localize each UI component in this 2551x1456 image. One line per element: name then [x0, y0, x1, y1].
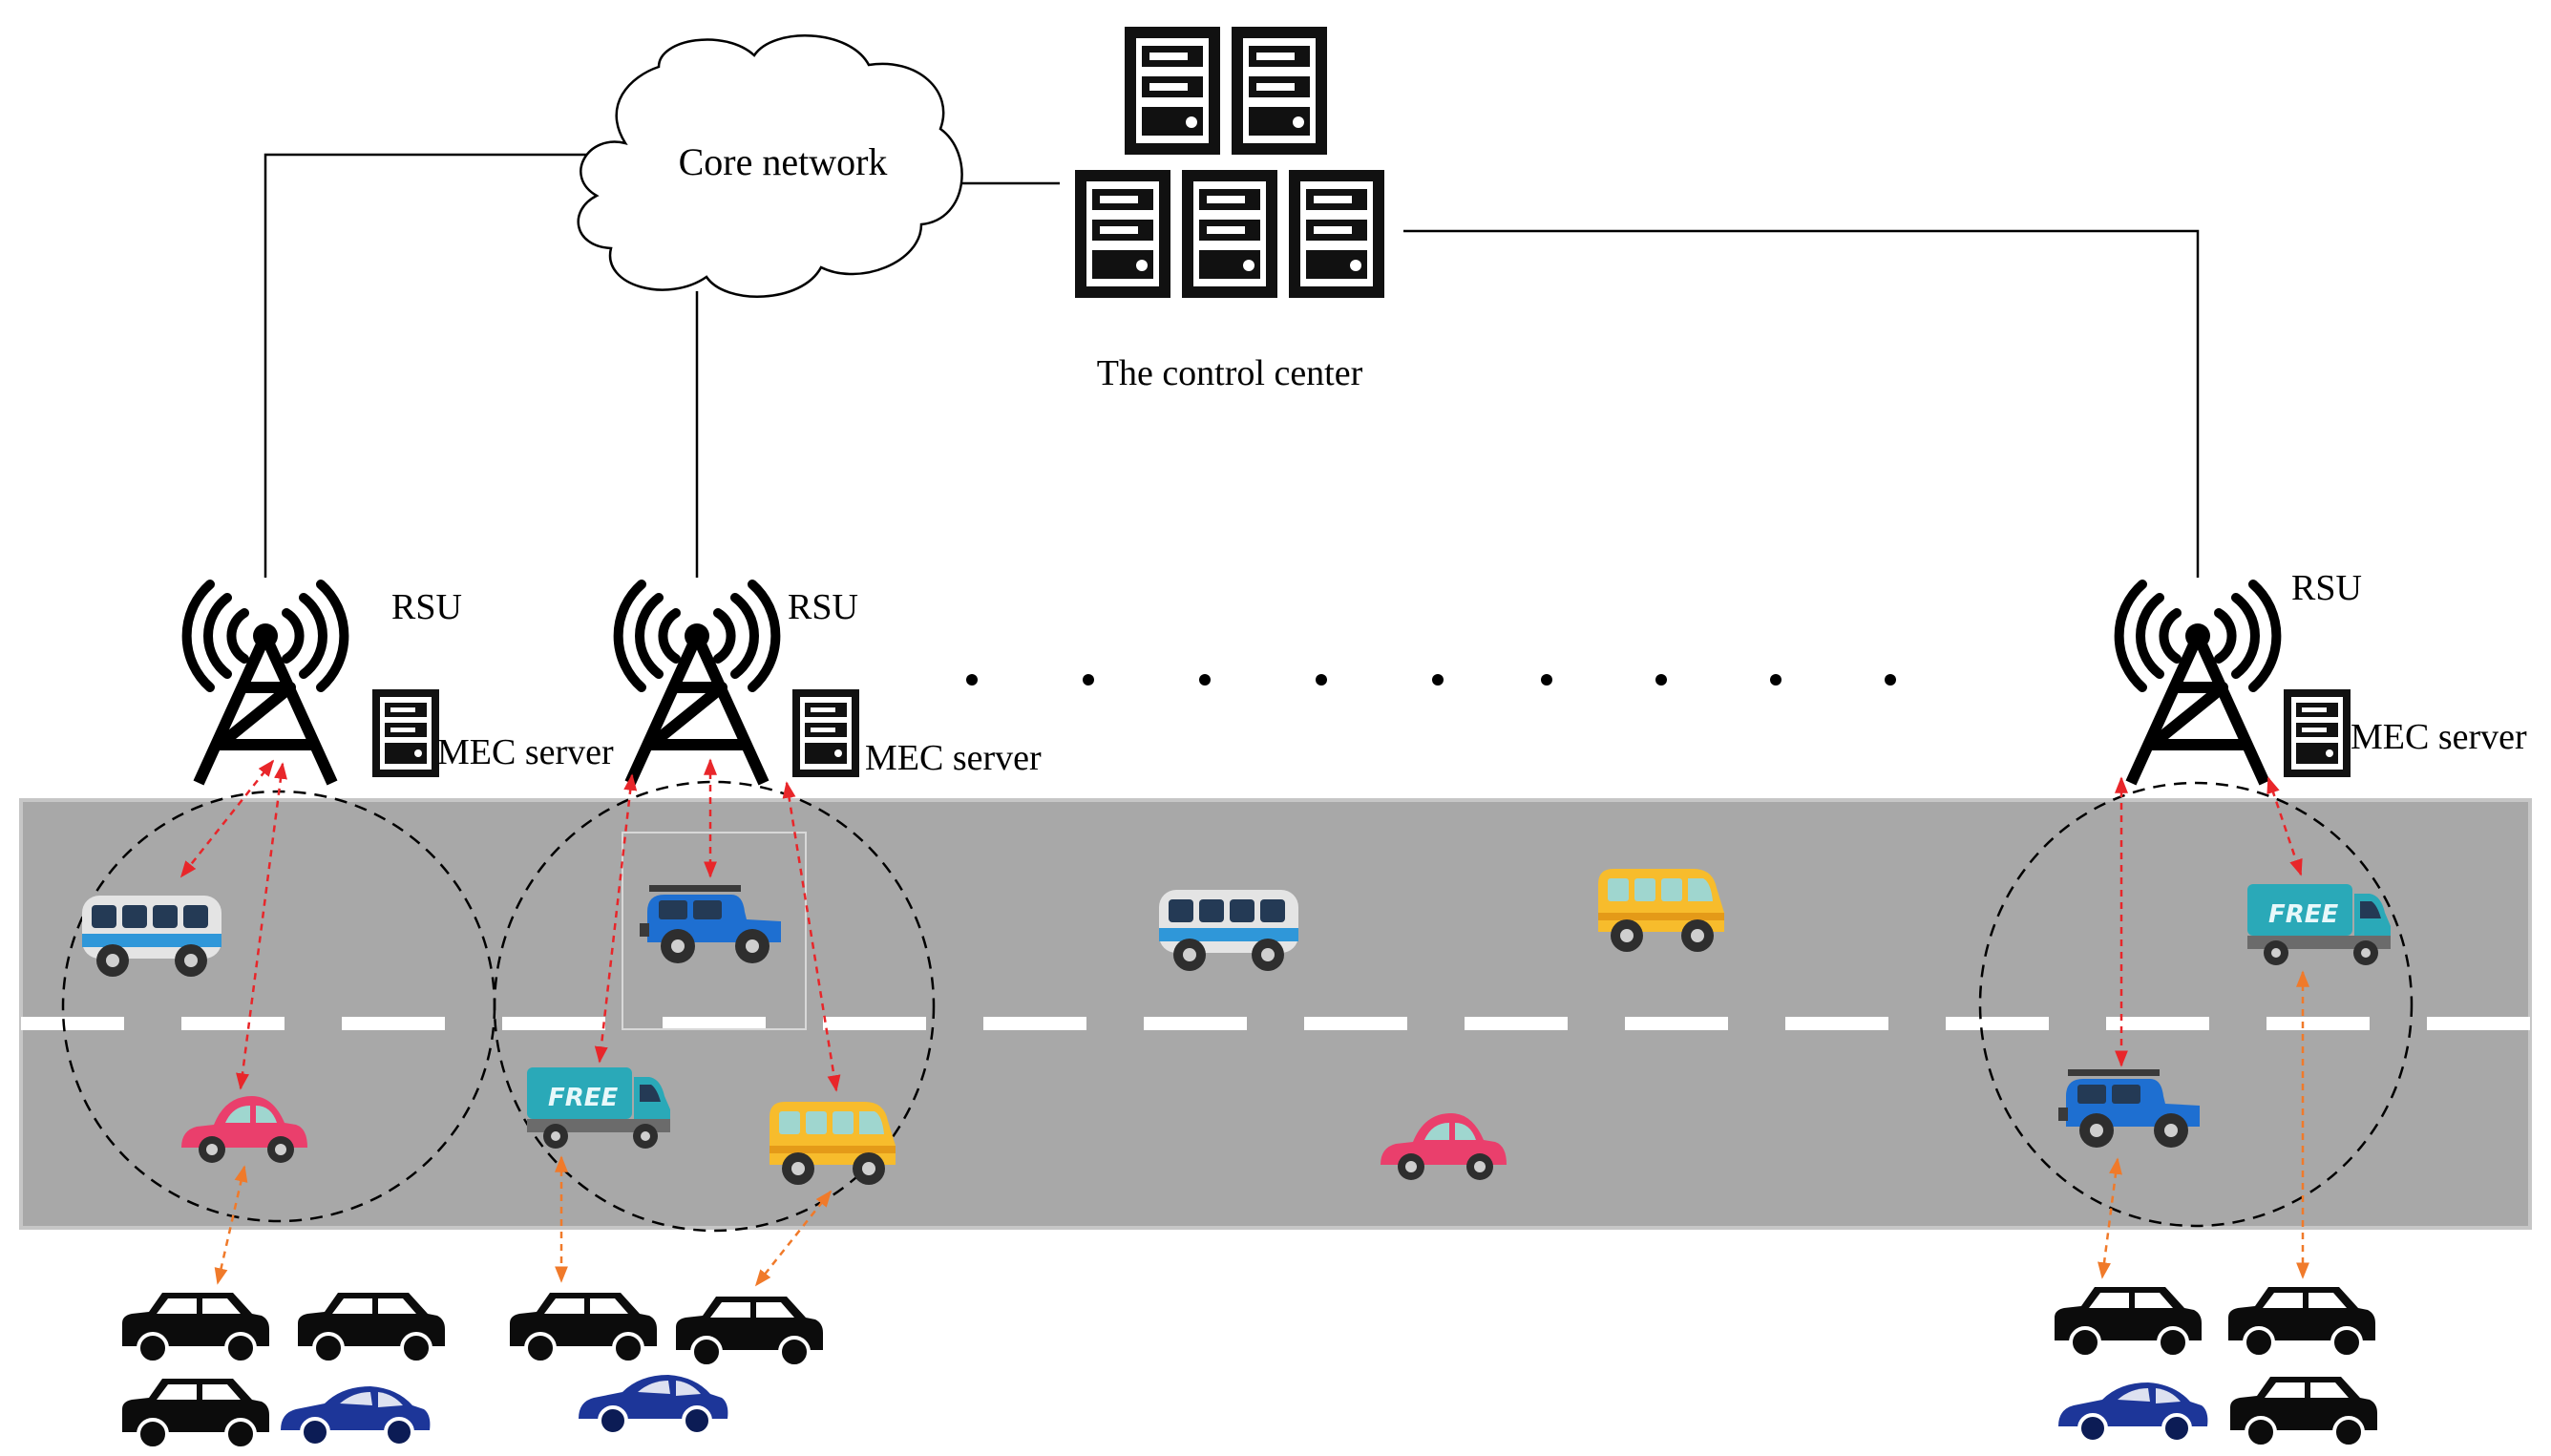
road-vehicles: FREE FREE: [82, 869, 2391, 1185]
parked-car-icon: [279, 1384, 432, 1447]
control-center-label: The control center: [1097, 353, 1363, 393]
coverage-circle-rsu-3: [1978, 781, 2414, 1228]
van-free-text: FREE: [2268, 900, 2339, 929]
server-rack-icon: [1125, 27, 1220, 155]
rsu-label: RSU: [2291, 568, 2362, 608]
parked-car-icon: [2053, 1285, 2203, 1359]
core-network-label: Core network: [679, 140, 888, 183]
road: [19, 798, 2532, 1230]
mec-server-label: MEC server: [437, 732, 614, 772]
antenna-tower-icon: [2119, 584, 2277, 783]
server-rack-icon: [1182, 170, 1277, 298]
rsu-3: RSU MEC server: [2119, 568, 2527, 783]
parked-car-icon: [2228, 1375, 2379, 1448]
ellipsis-dots: [966, 674, 1896, 686]
rsu-2: RSU MEC server: [619, 584, 1042, 783]
cloud-icon: [577, 34, 963, 298]
rsu-label: RSU: [788, 587, 858, 627]
parked-car-icon: [674, 1295, 825, 1368]
parked-car-icon: [296, 1291, 447, 1364]
server-rack-icon: [1289, 170, 1384, 298]
mec-server-icon: [792, 689, 859, 777]
mec-server-icon: [372, 689, 439, 777]
backhaul-links: [264, 153, 2200, 578]
core-network-cloud: Core network: [577, 34, 963, 298]
parked-car-icon: [508, 1291, 659, 1364]
parked-vehicles: [120, 1285, 2379, 1450]
mec-server-label: MEC server: [865, 738, 1042, 778]
parked-car-icon: [120, 1377, 271, 1450]
server-rack-icon: [1075, 170, 1170, 298]
parked-car-icon: [2056, 1381, 2210, 1444]
server-rack-icon: [1232, 27, 1327, 155]
coverage-circle-rsu-2: [493, 780, 936, 1233]
mec-server-icon: [2284, 689, 2351, 777]
rsu-1: RSU MEC server: [187, 584, 614, 783]
rsu-label: RSU: [391, 587, 462, 627]
van-free-text: FREE: [548, 1084, 619, 1112]
v2v-links: [214, 970, 2309, 1287]
control-center: The control center: [1075, 27, 1384, 393]
antenna-tower-icon: [619, 584, 776, 783]
parked-car-icon: [577, 1373, 730, 1436]
antenna-tower-icon: [187, 584, 345, 783]
mec-server-label: MEC server: [2351, 717, 2527, 757]
parked-car-icon: [120, 1291, 271, 1364]
parked-car-icon: [2226, 1285, 2377, 1359]
rsu-vehicle-links: [179, 758, 2303, 1092]
